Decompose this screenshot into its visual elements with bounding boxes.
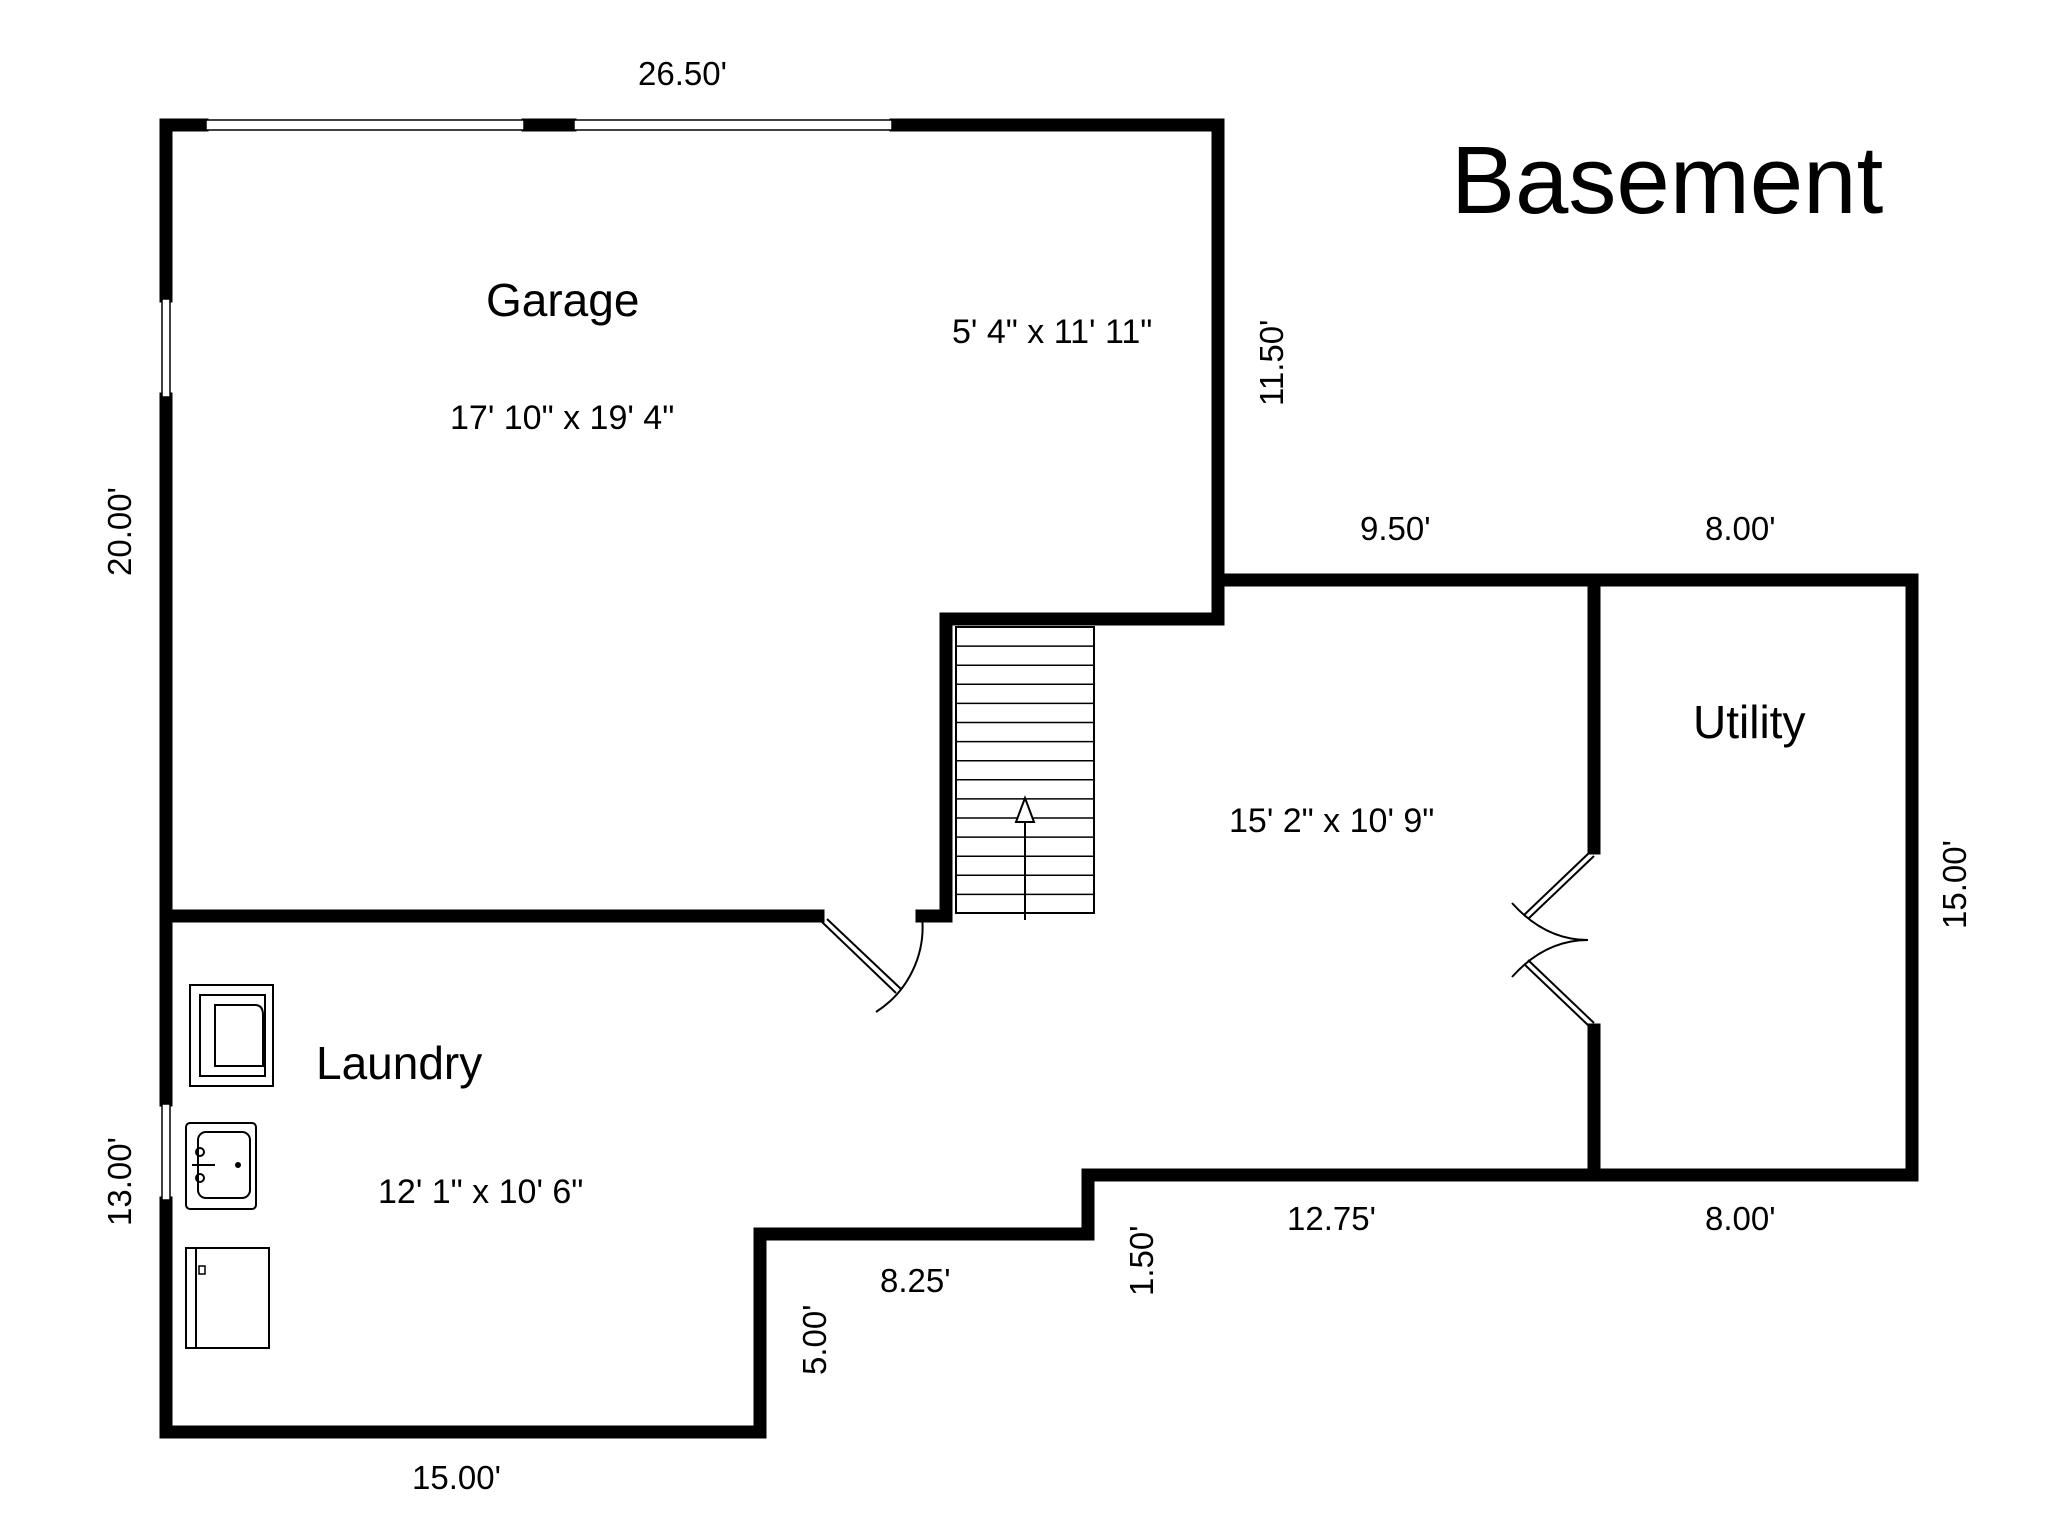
- door-utility-swing-bottom: [1511, 939, 1589, 978]
- dim-top-width: 26.50': [638, 55, 727, 92]
- doors: [821, 851, 1595, 1028]
- room-size-garage: 17' 10" x 19' 4": [450, 399, 674, 437]
- dimension-labels: 26.50' 20.00' 11.50' 9.50' 8.00' 15.00' …: [101, 55, 1973, 1496]
- room-name-utility: Utility: [1693, 696, 1805, 748]
- stairs-arrow-icon: [1014, 795, 1036, 823]
- door-utility-leaf-bottom-edge: [1527, 959, 1595, 1024]
- dim-step-small: 1.50': [1123, 1225, 1160, 1296]
- dim-family-top: 9.50': [1360, 510, 1431, 547]
- sink-knob-top: [195, 1147, 205, 1157]
- room-size-garage-alcove: 5' 4" x 11' 11": [952, 313, 1152, 351]
- dim-garage-right: 11.50': [1253, 320, 1290, 406]
- sink-icon: [185, 1122, 257, 1210]
- door-utility-leaf-top-edge: [1527, 855, 1595, 920]
- plan-title: Basement: [1451, 127, 1883, 234]
- dim-utility-top: 8.00': [1705, 510, 1776, 547]
- dim-left-lower: 13.00': [101, 1137, 138, 1226]
- room-size-family: 15' 2" x 10' 9": [1229, 802, 1434, 840]
- washer-inner: [199, 994, 266, 1077]
- window-laundry-left: [161, 1103, 171, 1201]
- dim-bottom-width: 15.00': [412, 1459, 501, 1496]
- washer-icon: [189, 984, 274, 1087]
- sink-body: [185, 1122, 257, 1210]
- stair-treads: [956, 645, 1094, 896]
- door-laundry-leaf: [821, 921, 897, 994]
- dryer-control: [198, 1265, 206, 1275]
- washer-lid: [214, 1004, 264, 1067]
- door-utility-leaf-bottom: [1523, 963, 1591, 1028]
- dim-family-bottom: 12.75': [1287, 1200, 1376, 1237]
- window-garage-left: [161, 298, 171, 398]
- walls: [159, 118, 1919, 1439]
- sink-drain: [235, 1162, 241, 1168]
- room-name-garage: Garage: [486, 274, 639, 326]
- door-laundry-swing: [875, 915, 924, 1013]
- dim-step-vertical: 5.00': [796, 1304, 833, 1375]
- window-garage-top-1: [205, 119, 525, 131]
- door-utility-leaf-top: [1523, 851, 1591, 916]
- room-size-laundry: 12' 1" x 10' 6": [378, 1173, 583, 1211]
- stairs-icon: [955, 626, 1095, 920]
- windows: [161, 119, 893, 1201]
- sink-knob-bottom: [195, 1173, 205, 1183]
- dim-step-mid: 8.25': [880, 1262, 951, 1299]
- dim-utility-bottom: 8.00': [1705, 1200, 1776, 1237]
- dim-left-upper: 20.00': [101, 487, 138, 576]
- room-name-laundry: Laundry: [316, 1037, 482, 1089]
- door-laundry-leaf-edge: [826, 918, 902, 990]
- dryer-icon: [185, 1247, 270, 1349]
- washer-body: [189, 984, 274, 1087]
- door-utility-swing-top: [1511, 902, 1589, 941]
- room-labels: Garage 17' 10" x 19' 4" 5' 4" x 11' 11" …: [316, 274, 1805, 1211]
- dryer-body: [185, 1247, 270, 1349]
- dim-utility-right: 15.00': [1936, 840, 1973, 929]
- window-garage-top-2: [573, 119, 893, 131]
